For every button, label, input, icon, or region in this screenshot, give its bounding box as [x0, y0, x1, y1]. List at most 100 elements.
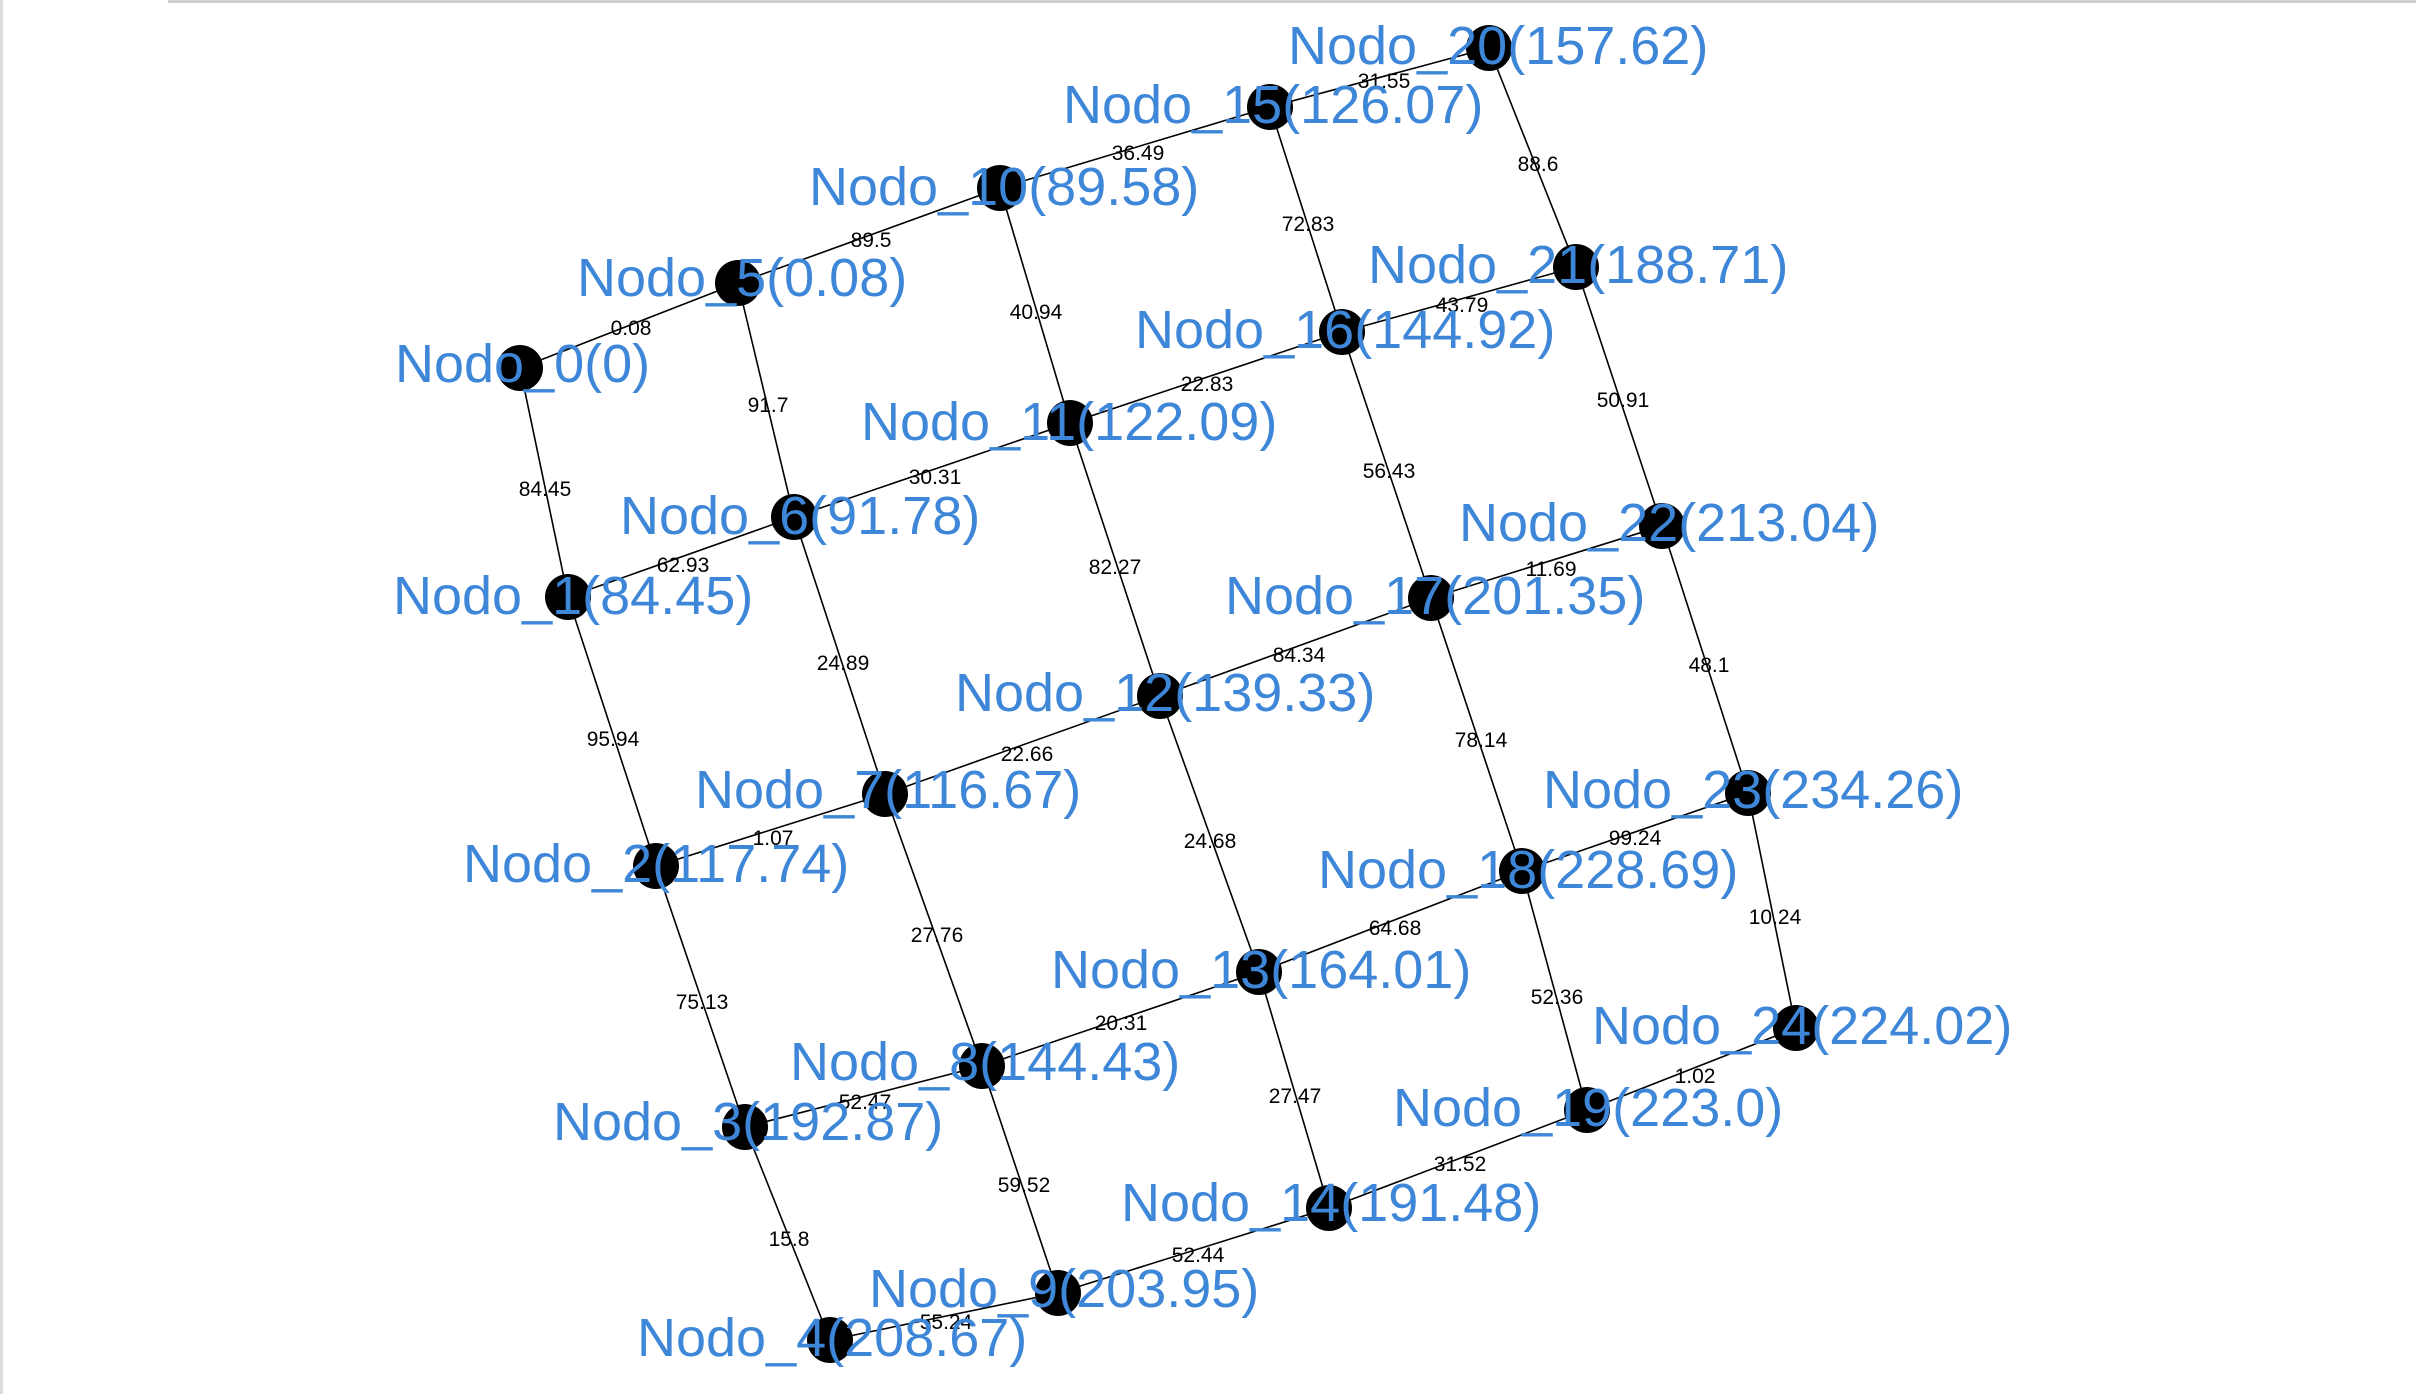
edge-weight-label: 40.94: [1010, 301, 1063, 324]
edge-13-18: [1258, 870, 1523, 973]
node-23-dot: [1725, 770, 1771, 816]
edge-2-3: [655, 865, 746, 1128]
node-17-label: Nodo_17(201.35): [1225, 566, 1645, 626]
node-18-label: Nodo_18(228.69): [1318, 840, 1738, 900]
edge-1-2: [567, 596, 657, 867]
node-labels-layer: Nodo_0(0) Nodo_1(84.45) Nodo_2(117.74) Nodo…: [393, 16, 2012, 1368]
edge-weight-label: 36.49: [1112, 142, 1165, 165]
node-15-label: Nodo_15(126.07): [1063, 75, 1483, 135]
edge-7-12: [884, 695, 1161, 795]
edge-weight-label: 64.68: [1369, 917, 1422, 940]
edge-17-22: [1430, 525, 1663, 599]
node-21-dot: [1553, 244, 1599, 290]
edge-weight-label: 95.94: [587, 728, 640, 751]
node-5-dot: [715, 260, 761, 306]
edge-weight-label: 27.47: [1269, 1085, 1322, 1108]
edge-12-17: [1159, 597, 1432, 697]
edge-weight-label: 22.83: [1181, 373, 1234, 396]
edge-12-13: [1159, 695, 1260, 973]
node-9-label: Nodo_9(203.95): [869, 1259, 1259, 1319]
edge-labels-layer: 0.0889.536.4931.5562.9330.3122.8343.791.…: [519, 70, 1802, 1334]
edge-6-11: [793, 422, 1071, 518]
edge-3-8: [744, 1065, 983, 1128]
node-20-label: Nodo_20(157.62): [1288, 16, 1708, 76]
node-13-label: Nodo_13(164.01): [1051, 940, 1471, 1000]
node-10-dot: [977, 165, 1023, 211]
edge-20-21: [1488, 47, 1577, 268]
node-16-dot: [1319, 309, 1365, 355]
node-3-label: Nodo_3(192.87): [553, 1092, 943, 1152]
node-1-label: Nodo_1(84.45): [393, 566, 753, 626]
edge-weight-label: 84.34: [1273, 644, 1326, 667]
edge-weight-label: 10.24: [1749, 906, 1802, 929]
node-24-dot: [1773, 1005, 1819, 1051]
node-14-label: Nodo_14(191.48): [1121, 1173, 1541, 1233]
node-23-label: Nodo_23(234.26): [1543, 760, 1963, 820]
node-15-dot: [1247, 84, 1293, 130]
edge-22-23: [1661, 525, 1749, 794]
edge-18-23: [1521, 792, 1749, 872]
edge-weight-label: 59.52: [998, 1174, 1051, 1197]
edge-weight-label: 20.31: [1095, 1012, 1148, 1035]
edge-weight-label: 24.68: [1184, 830, 1237, 853]
node-2-label: Nodo_2(117.74): [463, 834, 849, 894]
edge-16-21: [1341, 266, 1577, 333]
node-16-label: Nodo_16(144.92): [1135, 300, 1555, 360]
edge-weight-label: 82.27: [1089, 556, 1142, 579]
node-8-label: Nodo_8(144.43): [790, 1032, 1180, 1092]
edge-11-16: [1069, 331, 1343, 424]
node-11-label: Nodo_11(122.09): [861, 392, 1277, 452]
edge-weight-label: 91.7: [748, 394, 789, 417]
edge-19-24: [1586, 1027, 1797, 1111]
edge-weight-label: 84.45: [519, 478, 572, 501]
edge-8-9: [981, 1065, 1059, 1294]
edge-5-6: [737, 282, 795, 518]
node-11-dot: [1047, 400, 1093, 446]
edge-weight-label: 31.52: [1434, 1153, 1487, 1176]
edge-16-17: [1341, 331, 1432, 599]
node-0-label: Nodo_0(0): [395, 334, 650, 394]
edge-weight-label: 30.31: [909, 466, 962, 489]
edge-weight-label: 15.8: [769, 1228, 810, 1251]
edge-weight-label: 88.6: [1518, 153, 1559, 176]
node-3-dot: [722, 1104, 768, 1150]
edge-weight-label: 89.5: [851, 229, 892, 252]
node-0-dot: [497, 345, 543, 391]
node-6-dot: [771, 494, 817, 540]
edge-weight-label: 56.43: [1363, 460, 1416, 483]
edge-0-1: [519, 367, 569, 598]
node-10-label: Nodo_10(89.58): [809, 157, 1199, 217]
edge-weight-label: 1.07: [753, 827, 794, 850]
edge-weight-label: 52.44: [1172, 1244, 1225, 1267]
edge-23-24: [1747, 792, 1797, 1029]
edge-15-16: [1269, 106, 1343, 333]
node-14-dot: [1306, 1185, 1352, 1231]
edge-13-14: [1258, 971, 1330, 1209]
edge-4-9: [829, 1292, 1059, 1341]
edge-8-13: [981, 971, 1260, 1067]
edge-weight-label: 50.91: [1597, 389, 1650, 412]
edge-10-15: [999, 106, 1271, 189]
edge-weight-label: 11.69: [1526, 558, 1577, 581]
edge-weight-label: 22.66: [1001, 743, 1054, 766]
node-4-dot: [807, 1317, 853, 1363]
edge-weight-label: 55.24: [920, 1311, 973, 1334]
edge-weight-label: 1.02: [1675, 1065, 1716, 1088]
edge-weight-label: 24.89: [817, 652, 870, 675]
edge-10-11: [999, 187, 1071, 424]
edge-5-10: [737, 187, 1001, 284]
edge-weight-label: 43.79: [1436, 294, 1489, 317]
node-19-dot: [1564, 1087, 1610, 1133]
edges-layer: [519, 47, 1797, 1341]
edge-weight-label: 52.36: [1531, 986, 1584, 1009]
node-8-dot: [959, 1043, 1005, 1089]
edge-17-18: [1430, 597, 1523, 872]
node-22-dot: [1639, 503, 1685, 549]
edge-1-6: [567, 516, 795, 598]
edge-7-8: [884, 793, 983, 1067]
node-13-dot: [1236, 949, 1282, 995]
node-5-label: Nodo_5(0.08): [577, 248, 907, 308]
edge-0-5: [519, 282, 739, 369]
node-17-dot: [1408, 575, 1454, 621]
